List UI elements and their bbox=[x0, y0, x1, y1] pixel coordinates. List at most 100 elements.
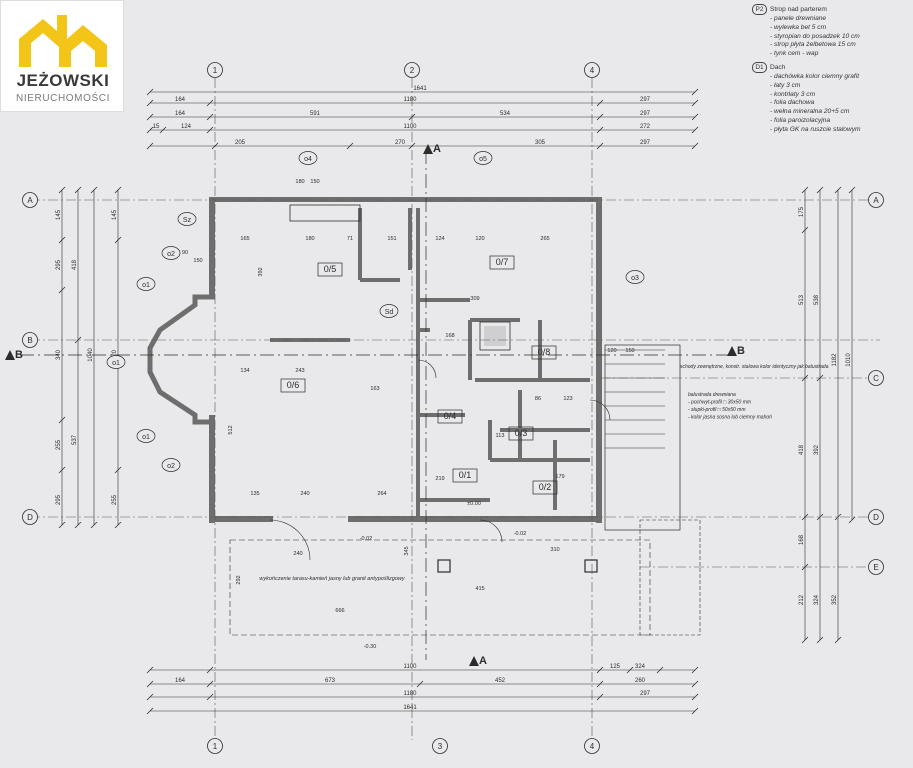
dim-left-tick bbox=[90, 186, 98, 194]
dim-right-value: 1010 bbox=[846, 353, 852, 367]
dimension-value: 151 bbox=[387, 236, 396, 242]
front-terrace bbox=[229, 539, 651, 636]
dim-left-value: 145 bbox=[112, 209, 118, 220]
dim-top-tick bbox=[146, 126, 154, 134]
dimension-value: 415 bbox=[475, 586, 484, 592]
room-label: 0/6 bbox=[287, 380, 300, 390]
room-tag-frame bbox=[531, 345, 557, 360]
dim-top-tick bbox=[691, 142, 699, 150]
dim-left-value: 295 bbox=[56, 259, 62, 270]
axis-label-bottom: 4 bbox=[590, 742, 595, 751]
dim-left-value: 340 bbox=[56, 349, 62, 360]
dimension-value: 292 bbox=[236, 575, 242, 584]
legend-item: - kontrłaty 3 cm bbox=[770, 90, 816, 98]
axis-label-right: D bbox=[873, 513, 879, 522]
shower-tray bbox=[479, 321, 511, 351]
dimension-value: 240 bbox=[300, 491, 309, 497]
window-tag-ellipse bbox=[136, 429, 156, 443]
dim-bottom-tick bbox=[596, 680, 604, 688]
dim-left-tick bbox=[114, 466, 122, 474]
dimension-value: 168 bbox=[445, 333, 454, 339]
axis-label-top: 2 bbox=[410, 66, 415, 75]
dimension-value: 666 bbox=[335, 608, 344, 614]
wall-segment bbox=[209, 415, 215, 523]
room-tag-frame bbox=[532, 480, 558, 495]
balustrade-annotation: - kolor jasna sosna lub ciemny mahoń bbox=[688, 415, 772, 421]
dim-left-tick bbox=[114, 186, 122, 194]
dimension-value: 150 bbox=[193, 258, 202, 264]
dim-top-tick bbox=[691, 88, 699, 96]
legend-item: - wełna mineralna 20+5 cm bbox=[770, 108, 850, 116]
dim-right-tick bbox=[816, 636, 824, 644]
axis-label-right-circle bbox=[868, 509, 884, 525]
dim-right-tick bbox=[801, 636, 809, 644]
kitchen-counter bbox=[289, 204, 361, 222]
window-tag: o1 bbox=[142, 282, 150, 289]
legend-item: - płyta GK na ruszcie stalowym bbox=[770, 125, 861, 133]
dim-bottom-value: 452 bbox=[495, 678, 506, 684]
window-tag-ellipse bbox=[161, 246, 181, 260]
dim-top-value: 15 bbox=[153, 124, 160, 130]
room-tag-frame bbox=[437, 409, 463, 424]
dim-right-tick bbox=[834, 186, 842, 194]
wall-segment bbox=[596, 197, 602, 523]
dim-bottom-tick bbox=[416, 680, 424, 688]
dimension-value: 120 bbox=[607, 348, 616, 354]
dim-left-tick bbox=[58, 416, 66, 424]
dim-left-tick bbox=[74, 521, 82, 529]
dim-top-value: 270 bbox=[395, 140, 406, 146]
axis-label-top-circle bbox=[207, 62, 223, 78]
door-swing bbox=[269, 519, 311, 561]
dim-top-tick bbox=[596, 99, 604, 107]
door-swing bbox=[589, 399, 611, 421]
dim-right-tick bbox=[801, 513, 809, 521]
dim-top-value: 1180 bbox=[404, 97, 418, 103]
door-swing bbox=[479, 519, 503, 543]
section-arrow-icon bbox=[727, 346, 737, 356]
dim-top-value: 591 bbox=[310, 111, 321, 117]
level-mark: -0.30 bbox=[364, 644, 377, 650]
dim-right-value: 168 bbox=[799, 534, 805, 545]
dim-top-value: 534 bbox=[500, 111, 511, 117]
walls bbox=[147, 197, 701, 636]
room-label: 0/1 bbox=[459, 470, 472, 480]
dim-left-tick bbox=[58, 521, 66, 529]
dim-bottom-tick bbox=[146, 707, 154, 715]
window-tag-ellipse bbox=[161, 458, 181, 472]
dim-top-value: 297 bbox=[640, 97, 651, 103]
room-label: 0/2 bbox=[539, 482, 552, 492]
logo-subtitle: NIERUCHOMOŚCI bbox=[16, 93, 110, 104]
dimension-value: 512 bbox=[228, 425, 234, 434]
dim-top-value: 205 bbox=[235, 140, 246, 146]
dim-right-tick bbox=[834, 513, 842, 521]
dim-top-tick bbox=[146, 88, 154, 96]
dim-top-value: 1641 bbox=[413, 86, 427, 92]
dim-right-tick bbox=[801, 226, 809, 234]
dim-bottom-value: 125 bbox=[610, 664, 621, 670]
door-swing bbox=[417, 359, 437, 379]
stairs-annotation: schody zewnętrzne, konstr. stalowa kolor… bbox=[680, 364, 829, 370]
dim-top-tick bbox=[159, 126, 167, 134]
dim-top-tick bbox=[146, 142, 154, 150]
dim-top-tick bbox=[691, 99, 699, 107]
dim-top-tick bbox=[408, 113, 416, 121]
axis-label-bottom: 3 bbox=[438, 742, 443, 751]
dimension-value: 150 bbox=[310, 179, 319, 185]
dim-left-value: 1040 bbox=[88, 348, 94, 362]
window-tag: o3 bbox=[631, 275, 639, 282]
dimension-value: 264 bbox=[377, 491, 386, 497]
window-tag-ellipse bbox=[106, 355, 126, 369]
house-logo-icon bbox=[19, 15, 107, 67]
dim-top-value: 164 bbox=[175, 97, 186, 103]
legend-item: - folia paroizolacyjna bbox=[770, 116, 831, 124]
dimension-value: 392 bbox=[258, 267, 264, 276]
section-arrow-icon bbox=[5, 350, 15, 360]
dim-right-tick bbox=[816, 374, 824, 382]
dim-top-tick bbox=[206, 126, 214, 134]
dimension-value: 123 bbox=[563, 396, 572, 402]
legend-item: - tynk cem - wap bbox=[770, 50, 819, 58]
axis-label-right-circle bbox=[868, 370, 884, 386]
dim-top-tick bbox=[691, 126, 699, 134]
